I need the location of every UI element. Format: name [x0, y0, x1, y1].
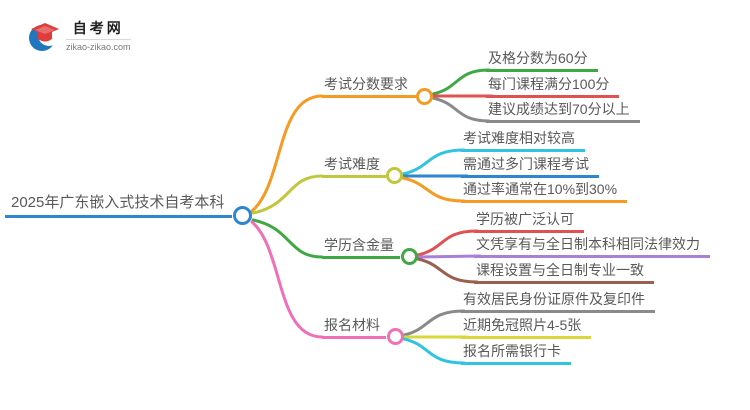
- branch-curve: [251, 174, 324, 215]
- child-curve: [416, 229, 479, 257]
- branch-curve: [250, 94, 324, 213]
- leaf-full-score[interactable]: 每门课程满分100分: [486, 75, 620, 98]
- branch-exam-score-requirements[interactable]: 考试分数要求: [322, 75, 416, 98]
- site-name: 自考网: [66, 20, 131, 40]
- branch-joint[interactable]: [401, 248, 418, 265]
- branch-registration-materials[interactable]: 报名材料: [322, 316, 386, 339]
- leaf-curriculum-consistent[interactable]: 课程设置与全日制专业一致: [474, 261, 654, 284]
- leaf-passing-score[interactable]: 及格分数为60分: [486, 49, 598, 72]
- child-curve: [416, 257, 479, 284]
- branch-curve: [250, 220, 324, 339]
- leaf-legal-effect[interactable]: 文凭享有与全日制本科相同法律效力: [474, 235, 710, 258]
- child-curve: [416, 254, 482, 259]
- child-curve: [431, 96, 491, 123]
- branch-curve: [251, 218, 324, 259]
- leaf-bank-card[interactable]: 报名所需银行卡: [461, 342, 571, 365]
- leaf-suggested-score[interactable]: 建议成绩达到70分以上: [486, 100, 640, 123]
- child-curve: [402, 309, 466, 337]
- child-curve: [401, 176, 466, 203]
- site-url: zikao-zikao.com: [66, 42, 131, 52]
- leaf-multiple-courses[interactable]: 需通过多门课程考试: [461, 155, 599, 178]
- leaf-id-card[interactable]: 有效居民身份证原件及复印件: [461, 290, 655, 313]
- graduation-cap-logo-icon: [29, 23, 60, 51]
- branch-joint[interactable]: [416, 88, 433, 105]
- site-logo[interactable]: 自考网 zikao-zikao.com: [28, 20, 131, 54]
- branch-exam-difficulty[interactable]: 考试难度: [322, 155, 386, 178]
- branch-joint[interactable]: [387, 328, 404, 345]
- root-joint[interactable]: [233, 206, 252, 225]
- leaf-difficulty-high[interactable]: 考试难度相对较高: [461, 129, 585, 152]
- leaf-widely-recognized[interactable]: 学历被广泛认可: [474, 210, 584, 233]
- root-topic[interactable]: 2025年广东嵌入式技术自考本科: [5, 193, 233, 218]
- child-curve: [401, 148, 466, 176]
- leaf-pass-rate[interactable]: 通过率通常在10%到30%: [461, 180, 628, 203]
- child-curve: [431, 68, 491, 96]
- branch-degree-value[interactable]: 学历含金量: [322, 236, 400, 259]
- branch-joint[interactable]: [386, 167, 403, 184]
- child-curve: [402, 337, 466, 365]
- leaf-photos[interactable]: 近期免冠照片4-5张: [461, 316, 592, 339]
